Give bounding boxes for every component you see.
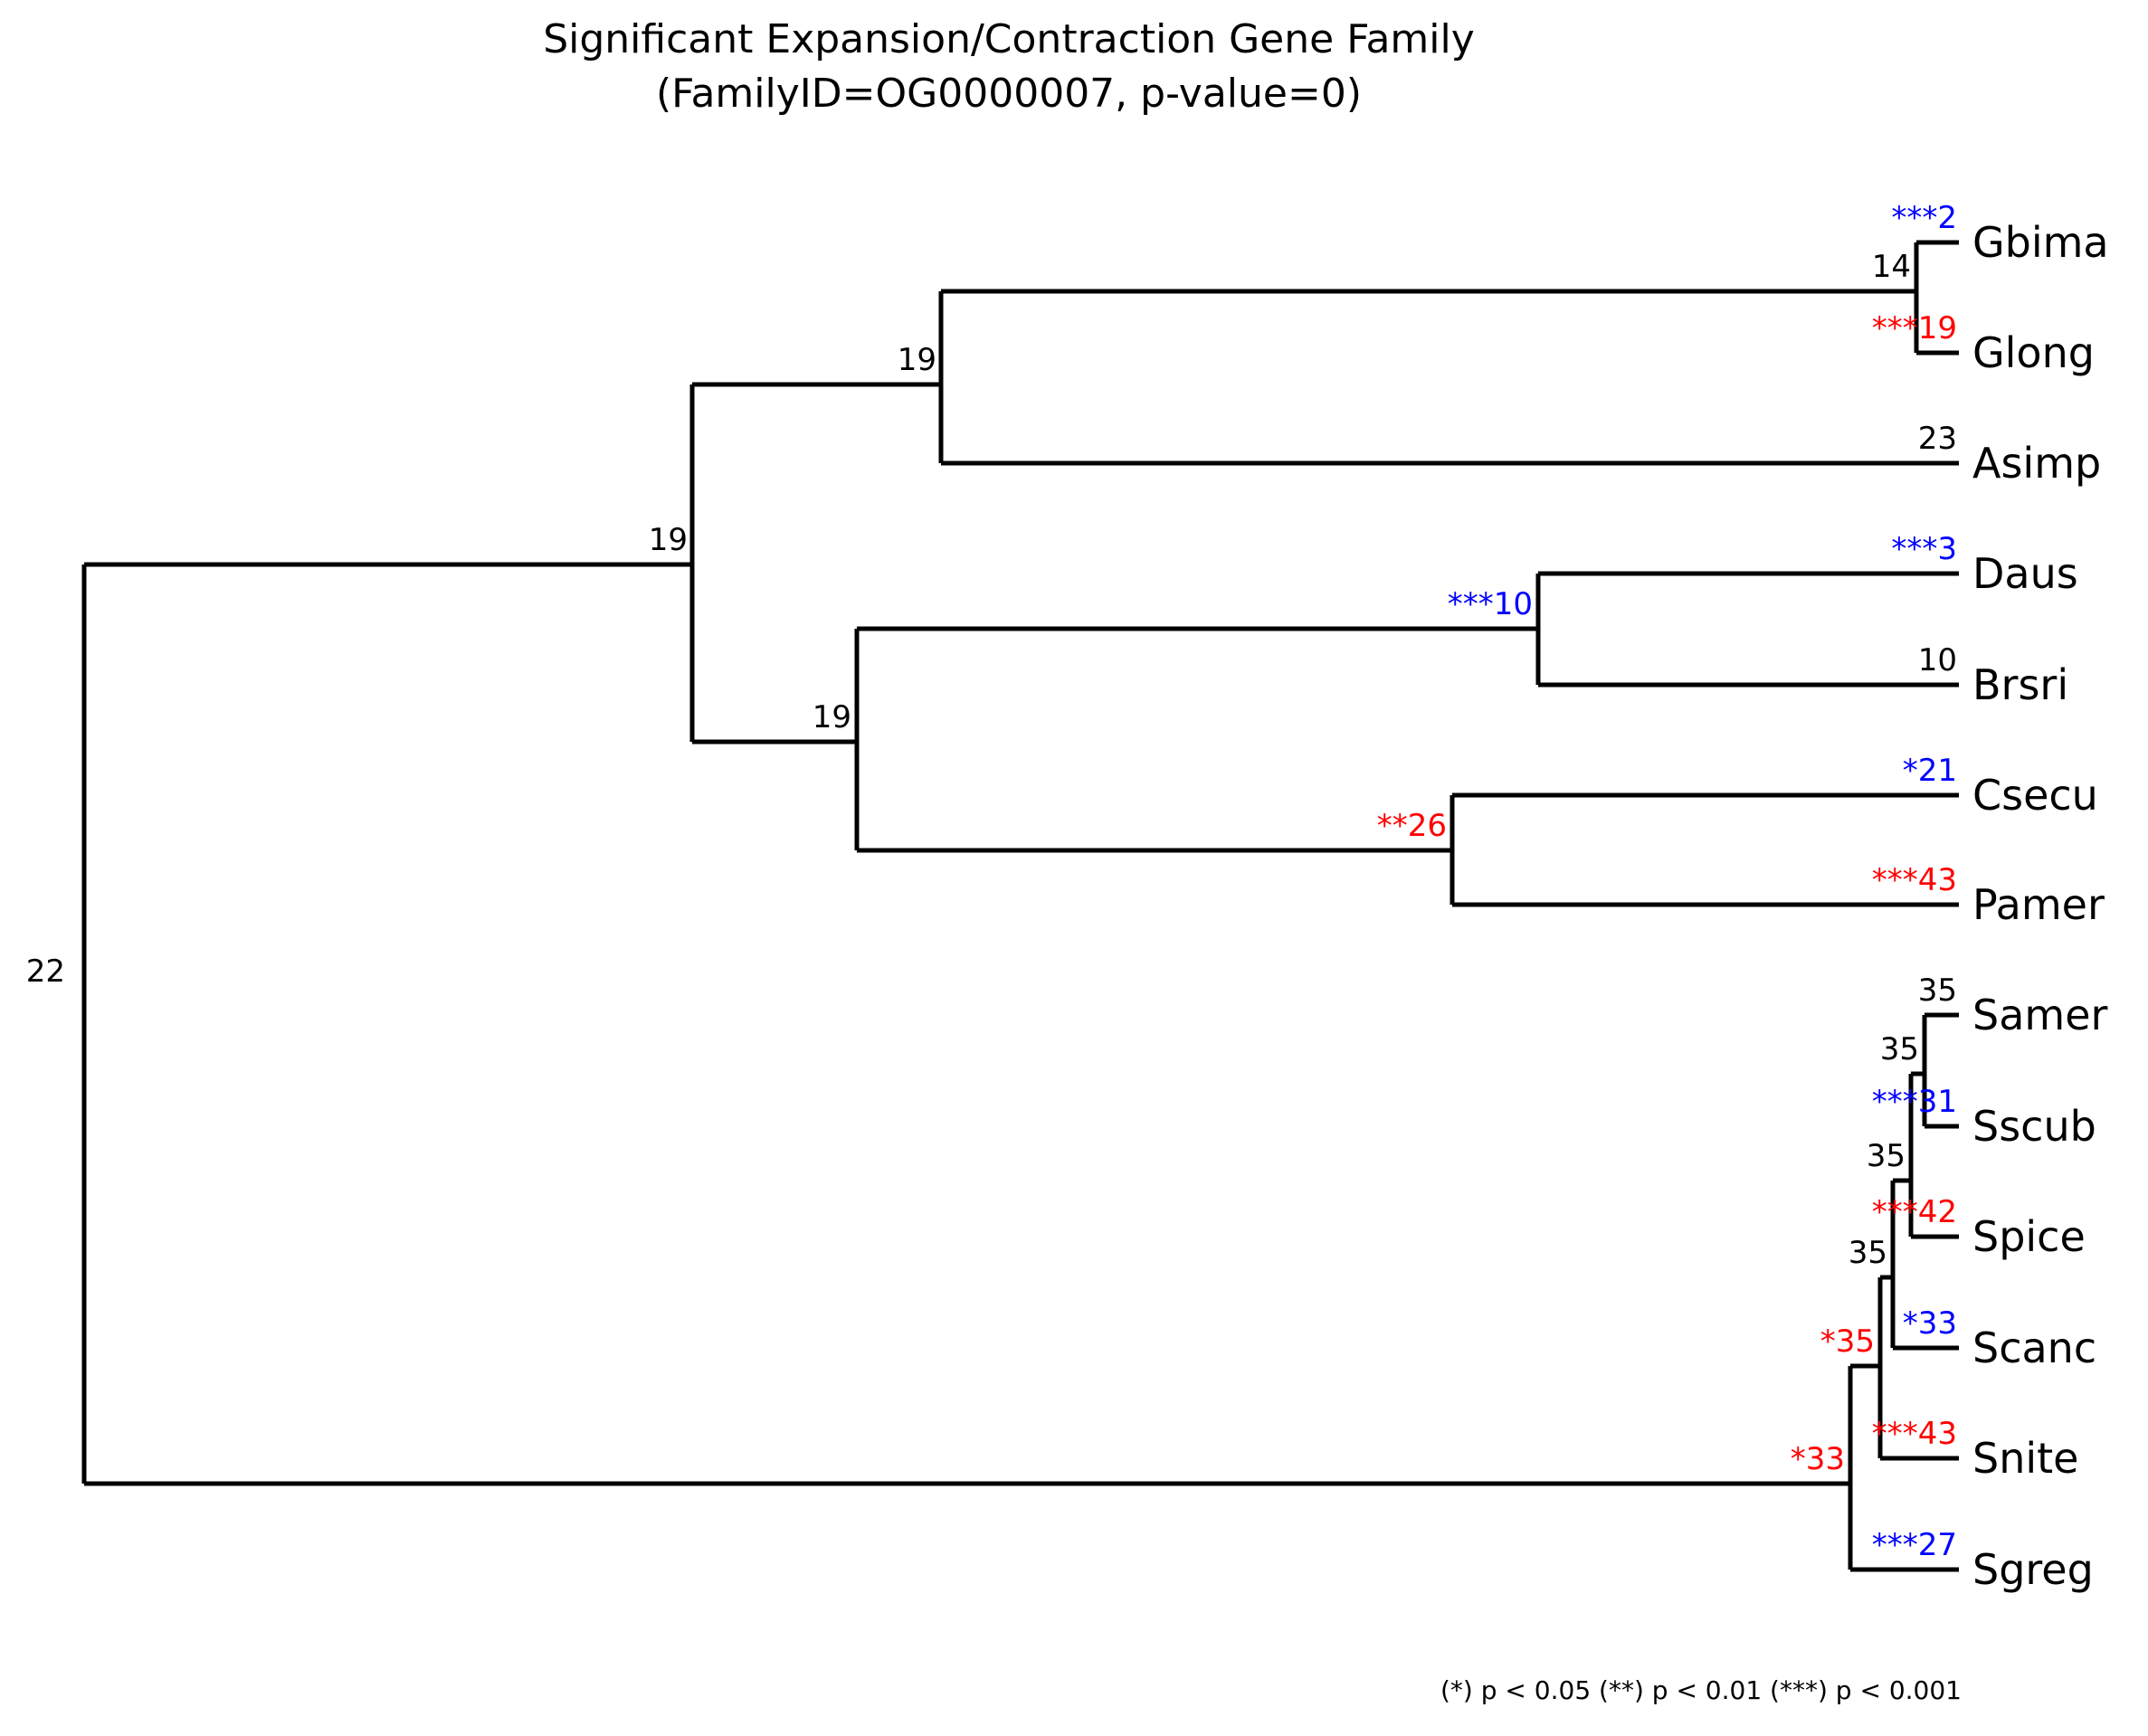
leaf-name-labels: Gbima Glong Asimp Daus Brsri Csecu Pamer… — [1972, 218, 2109, 1594]
leaf-value-asimp: 23 — [1918, 421, 1957, 457]
node-value-root: 22 — [26, 953, 65, 990]
node-value-n-daus-brsri: ***10 — [1448, 586, 1533, 622]
internal-node-labels: 22 19 19 14 19 ***10 **26 *33 *35 35 35 … — [26, 249, 1919, 1477]
node-value-n-s-upper: *35 — [1820, 1323, 1875, 1360]
leaf-value-pamer: ***43 — [1872, 862, 1957, 898]
leaf-label-asimp: Asimp — [1972, 439, 2101, 488]
leaf-value-sscub: ***31 — [1872, 1084, 1957, 1120]
node-value-n-upper: 19 — [649, 522, 688, 558]
leaf-value-brsri: 10 — [1918, 642, 1957, 678]
leaf-label-scanc: Scanc — [1972, 1323, 2096, 1372]
leaf-label-csecu: Csecu — [1972, 771, 2098, 820]
leaf-value-labels: ***2 ***19 23 ***3 10 *21 ***43 35 ***31… — [1872, 200, 1957, 1563]
node-value-n-sclade: *33 — [1791, 1441, 1845, 1477]
significance-legend: (*) p < 0.05 (**) p < 0.01 (***) p < 0.0… — [1440, 1675, 1962, 1705]
node-value-n-s-a: 35 — [1849, 1235, 1887, 1271]
leaf-label-daus: Daus — [1972, 549, 2078, 598]
leaf-label-brsri: Brsri — [1972, 660, 2068, 709]
leaf-value-glong: ***19 — [1872, 310, 1957, 346]
chart-title-line-1: Significant Expansion/Contraction Gene F… — [543, 16, 1475, 62]
leaf-label-spice: Spice — [1972, 1212, 2086, 1261]
leaf-value-samer: 35 — [1918, 972, 1957, 1009]
leaf-label-sscub: Sscub — [1972, 1102, 2096, 1151]
node-value-n-mid: 19 — [813, 699, 851, 735]
leaf-label-gbima: Gbima — [1972, 218, 2109, 267]
node-value-n-s-c: 35 — [1880, 1031, 1919, 1067]
leaf-label-samer: Samer — [1972, 991, 2107, 1039]
tree-branches — [81, 240, 1959, 1572]
chart-title-line-2: (FamilyID=OG0000007, p-value=0) — [656, 71, 1362, 117]
leaf-label-sgreg: Sgreg — [1972, 1545, 2094, 1594]
node-value-n-gbi-glo: 14 — [1872, 249, 1911, 285]
leaf-value-sgreg: ***27 — [1872, 1527, 1957, 1563]
node-value-n-gbi-glo-asi: 19 — [898, 342, 936, 378]
leaf-label-pamer: Pamer — [1972, 880, 2105, 929]
leaf-value-gbima: ***2 — [1891, 200, 1957, 236]
leaf-value-scanc: *33 — [1903, 1305, 1957, 1342]
node-value-n-s-b: 35 — [1867, 1138, 1906, 1174]
leaf-value-daus: ***3 — [1891, 531, 1957, 567]
leaf-value-snite: ***43 — [1872, 1416, 1957, 1452]
node-value-n-csecu-pamer: **26 — [1377, 808, 1447, 844]
leaf-value-spice: ***42 — [1872, 1194, 1957, 1230]
leaf-label-glong: Glong — [1972, 328, 2095, 377]
leaf-label-snite: Snite — [1972, 1434, 2078, 1483]
leaf-value-csecu: *21 — [1903, 753, 1957, 789]
